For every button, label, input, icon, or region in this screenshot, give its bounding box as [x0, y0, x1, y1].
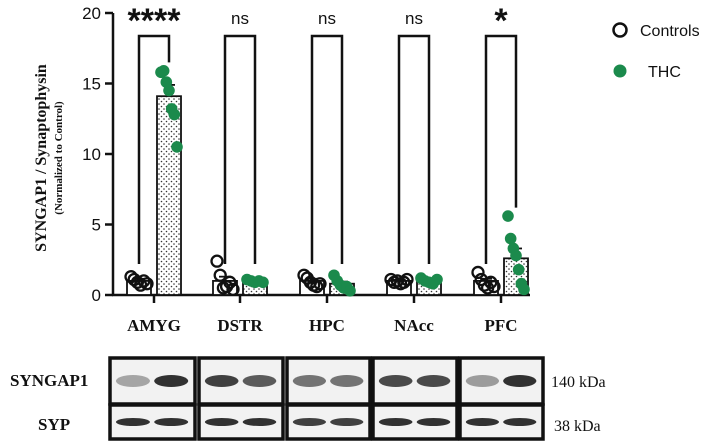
data-point-thc	[510, 249, 522, 262]
data-point-controls	[210, 254, 224, 268]
blot-band	[503, 418, 537, 426]
data-point-controls	[471, 265, 485, 280]
blot-band	[416, 375, 451, 387]
blot-band	[378, 418, 413, 426]
data-point-thc	[504, 232, 517, 245]
data-point-controls	[400, 272, 414, 287]
blot-band	[242, 375, 277, 387]
significance-label-dstr: ns	[231, 9, 249, 28]
data-point-controls	[390, 274, 405, 288]
data-point-controls	[140, 277, 154, 291]
blot-label-syp: SYP	[38, 415, 70, 434]
blot-band	[115, 375, 150, 387]
data-point-controls	[313, 277, 327, 291]
blot-kda-syp: 38 kDa	[554, 418, 601, 435]
bar-thc-amyg	[156, 95, 182, 296]
data-point-thc	[431, 273, 443, 286]
data-point-thc	[518, 283, 530, 296]
data-point-thc	[171, 141, 183, 153]
data-point-thc	[157, 65, 170, 77]
data-point-thc	[163, 84, 175, 97]
blot-band	[292, 418, 327, 426]
data-point-controls	[487, 279, 501, 294]
legend: Controls THC	[612, 22, 700, 81]
data-point-thc	[257, 276, 269, 289]
significance-bracket	[310, 34, 344, 264]
blot-label-syngap1: SYNGAP1	[10, 371, 88, 390]
x-tick-label-nacc: NAcc	[394, 316, 434, 335]
y-axis-sublabel: (Normalized to Control)	[53, 101, 65, 215]
y-tick-label-5: 5	[92, 216, 101, 235]
significance-bracket	[223, 34, 257, 264]
significance-bracket	[484, 34, 518, 264]
significance-bracket	[397, 34, 431, 264]
data-point-controls	[397, 275, 411, 289]
y-tick-label-10: 10	[82, 145, 101, 164]
blot-band	[204, 375, 239, 387]
legend-thc-label: THC	[648, 64, 681, 81]
blot-band	[465, 375, 500, 387]
data-point-thc	[502, 210, 514, 222]
data-point-controls	[477, 278, 492, 292]
blot-band	[292, 375, 327, 387]
x-tick-label-dstr: DSTR	[217, 316, 263, 335]
data-point-thc	[344, 284, 356, 297]
y-axis-label: SYNGAP1 / Synaptophysin	[33, 64, 50, 252]
data-point-controls	[297, 268, 311, 282]
significance-label-nacc: ns	[405, 9, 423, 28]
data-point-controls	[226, 282, 240, 297]
data-point-controls	[130, 275, 145, 289]
blot-band	[416, 418, 451, 426]
blot-band	[154, 375, 189, 387]
legend-controls-label: Controls	[640, 23, 700, 40]
data-point-controls	[310, 279, 324, 294]
blot-band	[204, 418, 239, 426]
y-axis-title: SYNGAP1 / Synaptophysin	[33, 64, 50, 252]
y-tick-label-15: 15	[82, 75, 101, 94]
data-point-controls	[213, 268, 227, 282]
significance-label-hpc: ns	[318, 9, 336, 28]
data-point-controls	[137, 274, 151, 288]
blot-band	[503, 375, 537, 387]
y-axis-subtitle: (Normalized to Control)	[53, 101, 65, 215]
legend-controls-marker	[612, 22, 628, 38]
y-tick-label-20: 20	[82, 4, 101, 23]
significance-label-pfc: *	[494, 2, 508, 40]
blot-band	[115, 418, 150, 426]
data-point-thc	[512, 263, 525, 276]
blot-band	[378, 375, 413, 387]
blot-kda-syngap1: 140 kDa	[551, 374, 606, 391]
blot-band	[330, 418, 364, 426]
blot-band	[242, 418, 277, 426]
blot-band	[154, 418, 189, 426]
x-tick-label-hpc: HPC	[309, 316, 345, 335]
blot-band	[465, 418, 500, 426]
x-tick-label-pfc: PFC	[484, 316, 517, 335]
significance-label-amyg: ****	[128, 2, 182, 40]
data-point-thc	[168, 108, 181, 121]
data-point-controls	[223, 275, 237, 289]
x-tick-label-amyg: AMYG	[127, 316, 181, 335]
significance-bracket	[137, 34, 171, 264]
legend-thc-marker	[613, 64, 627, 78]
y-tick-label-0: 0	[92, 286, 101, 305]
blot-band	[330, 375, 364, 387]
western-blot: SYNGAP1 140 kDa SYP 38 kDa	[10, 356, 606, 441]
